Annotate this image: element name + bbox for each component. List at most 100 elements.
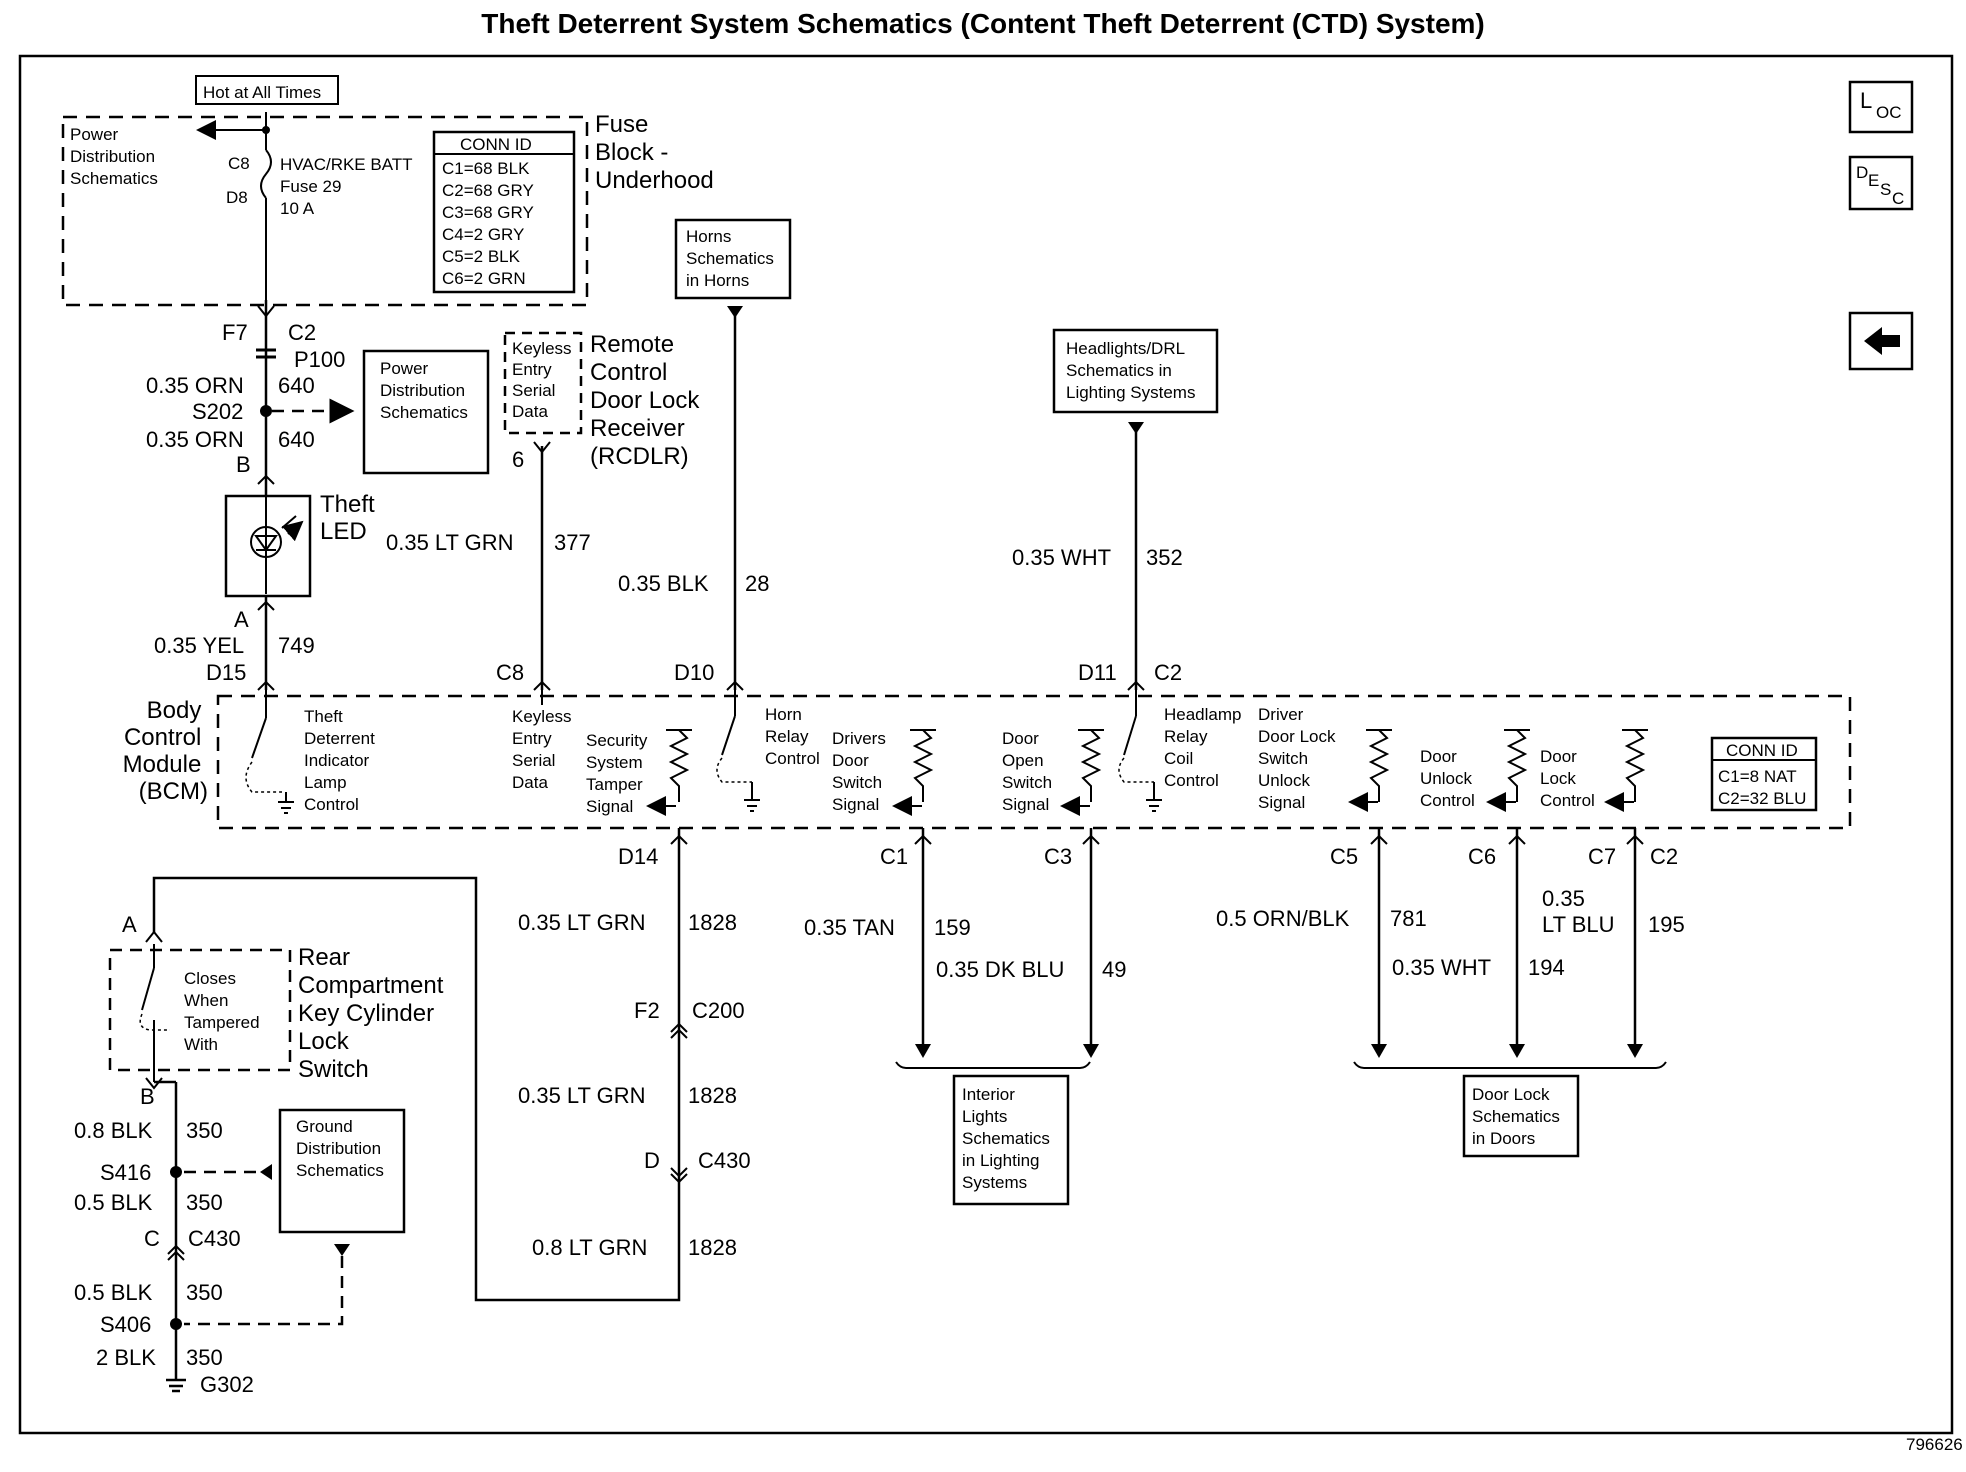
svg-text:640: 640 [278,373,315,398]
svg-text:D14: D14 [618,844,658,869]
svg-text:Theft Deterrent Indica: Theft Deterrent Indicator Lamp Control [304,707,380,814]
svg-text:CONN ID: CONN ID [1726,741,1798,760]
svg-text:D15: D15 [206,660,246,685]
svg-text:0.35: 0.35 [1542,886,1585,911]
svg-text:0.35 ORN: 0.35 ORN [146,427,244,452]
svg-text:1828: 1828 [688,910,737,935]
svg-text:0.35 LT GRN: 0.35 LT GRN [518,910,646,935]
page-title: Theft Deterrent System Schematics (Conte… [481,8,1485,39]
headlights-box [1052,328,1219,414]
svg-text:Interior Lights Schema: Interior Lights Schematics in Lighting S… [962,1085,1055,1192]
svg-text:0.5 BLK: 0.5 BLK [74,1190,153,1215]
bcm-conn-id-table [1710,736,1818,812]
theft-led-label: Theft LED [320,491,381,545]
svg-text:0.35 WHT: 0.35 WHT [1012,545,1111,570]
svg-text:Driver Door Lock Switc: Driver Door Lock Switch Unlock Signal [1258,705,1340,812]
fuse-block-outline [61,115,589,307]
svg-text:0.8 BLK: 0.8 BLK [74,1118,153,1143]
svg-text:A: A [234,607,249,632]
back-arrow-button[interactable] [1848,311,1914,371]
svg-text:1828: 1828 [688,1235,737,1260]
figure-id: 796626 [1906,1435,1963,1454]
svg-text:C2: C2 [1650,844,1678,869]
svg-text:Ground Distribution Sc: Ground Distribution Schematics [296,1117,386,1180]
svg-text:0.8 LT GRN: 0.8 LT GRN [532,1235,647,1260]
svg-text:350: 350 [186,1190,223,1215]
conn-id-table [432,130,576,294]
door-lock-box [1462,1074,1580,1158]
svg-text:B: B [236,452,251,477]
svg-text:E: E [1868,171,1879,190]
svg-text:0.35 LT GRN: 0.35 LT GRN [386,530,514,555]
svg-text:781: 781 [1390,906,1427,931]
svg-text:B: B [140,1084,155,1109]
svg-text:0.5 BLK: 0.5 BLK [74,1280,153,1305]
svg-text:28: 28 [745,571,769,596]
interior-lights-box [952,1074,1070,1206]
svg-text:D10: D10 [674,660,714,685]
svg-text:C1: C1 [880,844,908,869]
svg-text:F7: F7 [222,320,248,345]
diagram-frame [18,54,1954,1435]
svg-text:S202: S202 [192,399,243,424]
svg-text:2 BLK: 2 BLK [96,1345,156,1370]
pds-box-2 [362,349,490,475]
svg-text:377: 377 [554,530,591,555]
svg-text:0.35 WHT: 0.35 WHT [1392,955,1491,980]
svg-text:Security System Tamper: Security System Tamper Signal [586,731,652,816]
svg-text:C1=8 NAT C2=32 BLU: C1=8 NAT C2=32 BLU [1718,767,1806,808]
svg-text:A: A [122,912,137,937]
svg-text:Power Distribution Sch: Power Distribution Schematics [380,359,470,422]
svg-text:0.35 DK BLU: 0.35 DK BLU [936,957,1064,982]
svg-text:Headlights/DRL Schematics: Headlights/DRL Schematics in Lighting Sy… [1066,339,1195,402]
svg-text:Keyless Entry Serial: Keyless Entry Serial Data [512,707,576,792]
svg-text:S406: S406 [100,1312,151,1337]
rcdlr-box [503,331,583,435]
svg-text:CONN ID: CONN ID [460,135,532,154]
svg-text:C200: C200 [692,998,745,1023]
svg-text:350: 350 [186,1280,223,1305]
svg-text:D11: D11 [1078,660,1117,685]
hot-at-all-times: Hot at All Times [203,83,321,102]
splice-s406 [170,1318,182,1330]
svg-text:195: 195 [1648,912,1685,937]
bcm-outline [216,694,1852,830]
svg-text:640: 640 [278,427,315,452]
ground-g302-icon [166,1378,186,1393]
svg-text:D: D [644,1148,660,1173]
theft-led-box [224,494,312,598]
svg-text:Horn Relay Control: Horn Relay Control [765,705,820,768]
fuse-label: HVAC/RKE BATT Fuse 29 10 A [280,155,417,218]
svg-text:G302: G302 [200,1372,254,1397]
svg-text:C: C [144,1226,160,1251]
arrow-left-icon [1864,327,1900,355]
desc-button[interactable]: D E S C [1848,155,1914,211]
svg-text:OC: OC [1876,103,1902,122]
svg-text:Door Open Switch S: Door Open Switch Signal [1002,729,1057,814]
svg-text:350: 350 [186,1345,223,1370]
svg-text:159: 159 [934,915,971,940]
svg-text:350: 350 [186,1118,223,1143]
hot-at-all-times-box [195,75,339,105]
svg-text:Door Lock Schematics i: Door Lock Schematics in Doors [1472,1085,1565,1148]
splice-s202 [260,405,272,417]
horns-box [674,218,792,300]
svg-text:Horns Schematics in Ho: Horns Schematics in Horns [686,227,779,290]
svg-text:C7: C7 [1588,844,1616,869]
svg-text:0.35 ORN: 0.35 ORN [146,373,244,398]
svg-text:1828: 1828 [688,1083,737,1108]
svg-text:Drivers Door Switch: Drivers Door Switch Signal [832,729,891,814]
loc-button[interactable]: L OC [1848,80,1914,134]
svg-text:0.35 BLK: 0.35 BLK [618,571,709,596]
svg-text:Door Unlock Control: Door Unlock Control [1420,747,1477,810]
svg-text:352: 352 [1146,545,1183,570]
svg-text:0.35 TAN: 0.35 TAN [804,915,895,940]
svg-text:0.35 LT GRN: 0.35 LT GRN [518,1083,646,1108]
svg-text:F2: F2 [634,998,660,1023]
svg-text:49: 49 [1102,957,1126,982]
svg-text:LT BLU: LT BLU [1542,912,1615,937]
splice-s416 [170,1166,182,1178]
svg-text:Keyless Entry Serial: Keyless Entry Serial Data [512,339,576,421]
svg-text:S416: S416 [100,1160,151,1185]
